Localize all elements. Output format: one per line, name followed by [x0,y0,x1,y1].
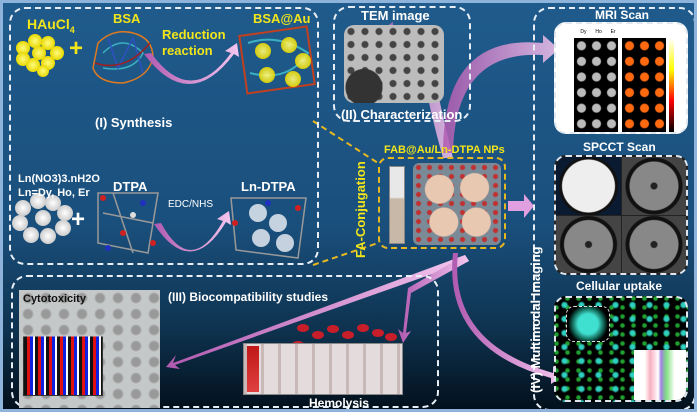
haucl4-subscript: 4 [69,24,75,35]
haucl4-label: HAuCl4 [27,16,75,35]
cytotoxicity-image: Cytotoxicity [19,290,160,408]
mri-column-labels: Dy Ho Er [576,29,620,35]
ln-salt-label: Ln(NO3)3.nH2O [18,173,100,185]
reduction-line-1: Reduction [162,27,226,42]
mri-t1-image [574,38,618,132]
positive-control-tube [247,346,259,392]
edc-nhs-label: EDC/NHS [168,199,214,210]
ln-dtpa-label: Ln-DTPA [241,179,296,194]
spcct-label: SPCCT Scan [583,140,656,154]
hemolysis-label: Hemolysis [309,396,370,410]
to-uptake-arrow-icon [452,253,563,384]
uptake-label: Cellular uptake [576,279,663,293]
gold-cluster-icon [16,34,64,77]
mri-col-dy: Dy [580,29,587,35]
product-label: FAB@Au/Ln-DTPA NPs [384,144,505,156]
ln-dtpa-molecule-icon [230,197,307,259]
bsa-au-icon [238,25,316,95]
bsa-label: BSA [113,11,141,26]
mri-col-er: Er [610,29,616,35]
cytotoxicity-bar-chart [23,336,103,396]
mri-t1-map [622,38,666,132]
spcct-scan-image [554,155,688,275]
mri-label: MRI Scan [595,8,650,22]
plus-sign: + [69,35,84,62]
to-hemolysis-arrow-icon [398,255,469,343]
cytotoxicity-label: Cytotoxicity [23,293,86,305]
spcct-phantom-1 [556,157,621,215]
tem-label: TEM image [361,8,430,23]
cuvette-image [389,166,405,244]
biocompat-panel [11,275,439,408]
mri-scan-image: Dy Ho Er [554,22,688,134]
edc-arrow-icon [154,211,231,252]
reduction-line-2: reaction [162,43,213,58]
characterization-panel [333,6,471,122]
imaging-panel [533,7,694,409]
biocompat-title: (III) Biocompatibility studies [168,290,329,304]
hemolysis-tubes-image [243,343,403,395]
dtpa-label: DTPA [113,179,148,194]
to-cytotoxicity-arrow-icon [166,255,469,369]
flow-cytometry-inset [634,350,686,400]
haucl4-text: HAuCl [27,16,70,32]
dtpa-molecule-icon [97,192,159,254]
diagram-graphics [12,22,563,384]
fa-conjugation-label: FA-Conjugation [353,161,368,258]
mri-col-ho: Ho [595,29,602,35]
characterization-title: (II) Characterization [341,107,463,122]
tem-image [344,25,444,103]
plus-sign-2: + [71,206,86,233]
spcct-phantom-3 [556,215,621,273]
nanoparticle-image [413,163,501,245]
spcct-phantom-4 [621,215,686,273]
product-panel [378,157,506,249]
bsa-au-label: BSA@Au [253,11,311,26]
spcct-phantom-2 [621,157,686,215]
synthesis-title: (I) Synthesis [95,115,173,130]
to-mri-arrow-icon [443,35,559,153]
cellular-uptake-image [554,296,688,402]
mri-colorbar [669,38,674,132]
to-imaging-arrow-icon [508,194,534,218]
reduction-arrow-icon [144,43,239,84]
imaging-title: (IV) Multimodal Imaging [528,246,543,393]
lanthanide-cluster-icon [12,193,73,244]
ln-types-label: Ln=Dy, Ho, Er [18,187,90,199]
uptake-inset [566,306,610,342]
synthesis-panel [9,7,319,265]
